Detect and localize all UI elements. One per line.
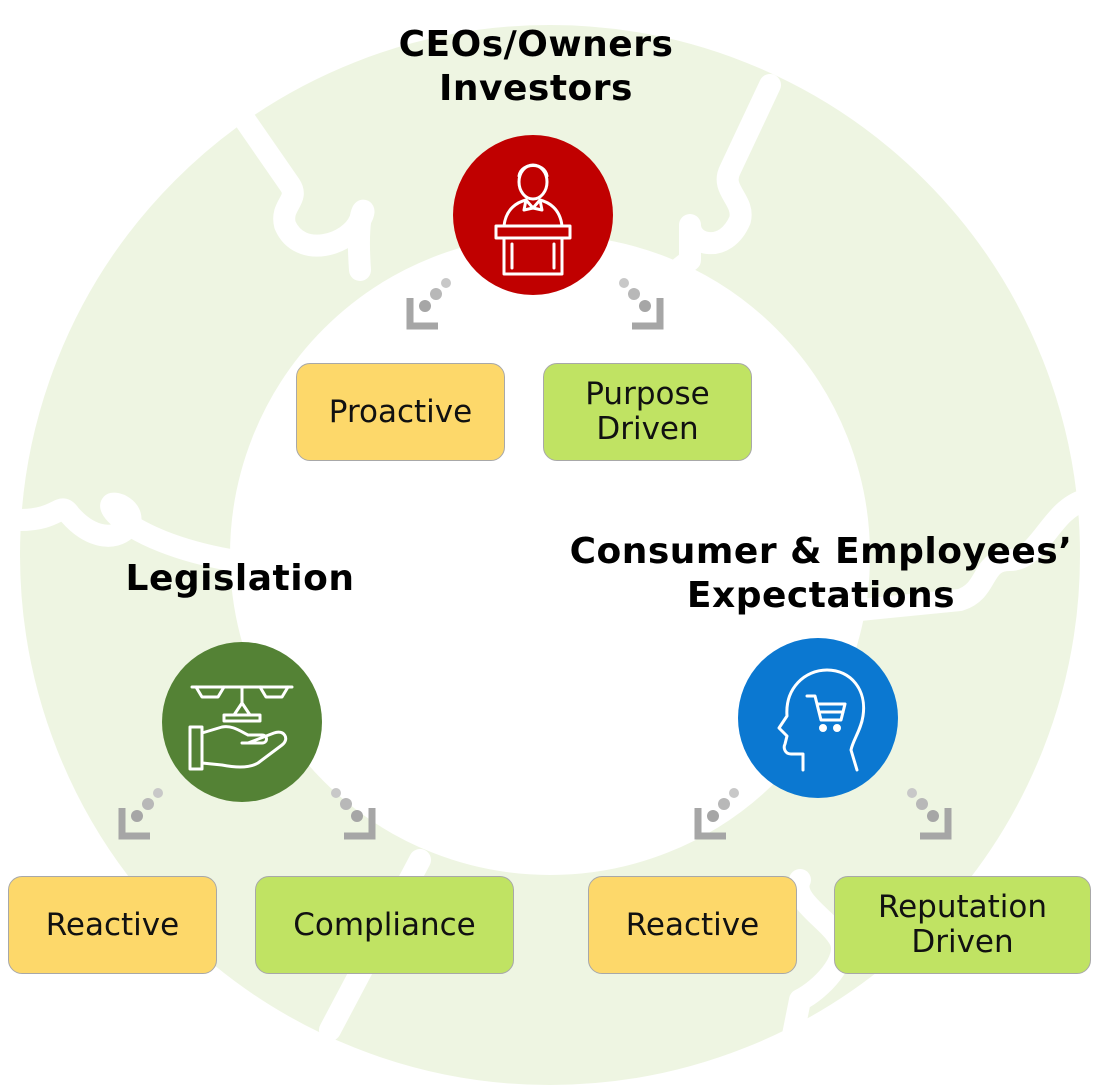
- legislation-title-text: Legislation: [125, 558, 355, 599]
- consumer-title-line1: Consumer & Employees’: [569, 531, 1073, 572]
- ceos-title-line1: CEOs/Owners: [398, 24, 674, 65]
- speaker-at-podium-icon: [494, 163, 572, 276]
- legislation-reactive-box: Reactive: [8, 876, 217, 974]
- ceos-proactive-box: Proactive: [296, 363, 505, 461]
- ceos-proactive-label: Proactive: [328, 393, 473, 430]
- legislation-icon-circle: [162, 642, 322, 802]
- scales-on-hand-icon: [188, 685, 294, 771]
- consumer-reputation-driven-box: Reputation Driven: [834, 876, 1091, 974]
- head-with-shopping-cart-icon: [777, 668, 866, 772]
- consumer-right-connector: [907, 788, 952, 840]
- reputation-line2: Driven: [911, 924, 1014, 960]
- consumer-reactive-label: Reactive: [625, 906, 760, 943]
- ceos-right-connector: [619, 278, 664, 330]
- legislation-reactive-label: Reactive: [45, 906, 180, 943]
- legislation-compliance-box: Compliance: [255, 876, 514, 974]
- compliance-label: Compliance: [293, 906, 476, 943]
- purpose-line1: Purpose: [585, 376, 710, 412]
- consumer-reactive-box: Reactive: [588, 876, 797, 974]
- purpose-line2: Driven: [596, 411, 699, 447]
- consumer-title-line2: Expectations: [686, 575, 956, 616]
- legislation-left-connector: [118, 788, 163, 840]
- ring-shape: [20, 25, 1080, 1085]
- ceos-owners-investors-title: CEOs/Owners Investors: [336, 23, 736, 111]
- reputation-line1: Reputation: [877, 889, 1048, 925]
- ceos-left-connector: [406, 278, 451, 330]
- ceos-title-line2: Investors: [439, 68, 633, 109]
- ceos-icon-circle: [453, 135, 613, 295]
- consumer-icon-circle: [738, 638, 898, 798]
- ceos-purpose-driven-box: Purpose Driven: [543, 363, 752, 461]
- legislation-title: Legislation: [80, 557, 400, 601]
- legislation-right-connector: [331, 788, 376, 840]
- consumer-left-connector: [694, 788, 739, 840]
- consumer-expectations-title: Consumer & Employees’ Expectations: [548, 530, 1094, 618]
